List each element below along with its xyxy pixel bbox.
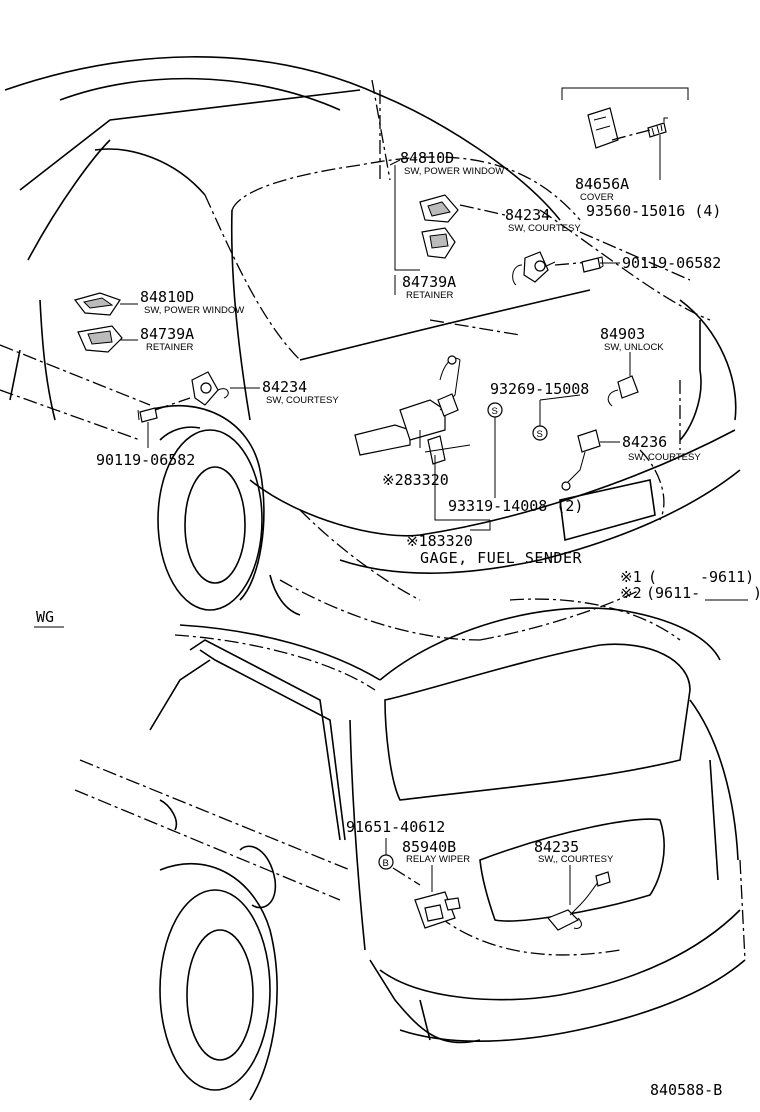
- bolt-90119-left-icon: [137, 407, 158, 423]
- courtesy-switch-84235-icon: [547, 871, 611, 931]
- symbol-b: B: [378, 854, 394, 870]
- retainer-top-icon: [421, 227, 456, 259]
- retainer-left-icon: [77, 325, 123, 353]
- label-84234-top-number: 84234: [505, 206, 550, 224]
- label-85940b-number: 85940B: [402, 838, 456, 856]
- note2-mark: ※2: [620, 584, 642, 602]
- symbol-s-2: S: [532, 425, 548, 441]
- label-84810d-left-number: 84810D: [140, 288, 194, 306]
- label-91651-number: 91651-40612: [346, 818, 445, 836]
- note2-range: (9611-: [646, 584, 700, 602]
- label-84739a-left-number: 84739A: [140, 325, 194, 343]
- power-window-switch-top-icon: [419, 194, 459, 223]
- label-84810d-top-number: 84810D: [400, 149, 454, 167]
- label-84810d-left-desc: SW, POWER WINDOW: [144, 305, 244, 316]
- symbol-s-label: S: [537, 429, 543, 440]
- label-85940b-desc: RELAY WIPER: [406, 854, 470, 865]
- screw-93560-icon: [647, 117, 668, 138]
- label-84656a-number: 84656A: [575, 175, 629, 193]
- label-84236-number: 84236: [622, 433, 667, 451]
- label-84739a-top-number: 84739A: [402, 273, 456, 291]
- label-84234-left-desc: SW, COURTESY: [266, 395, 339, 406]
- symbol-b-label: B: [383, 858, 389, 869]
- label-84903-number: 84903: [600, 325, 645, 343]
- upper-car-body: [0, 56, 741, 641]
- note1-open: (: [648, 568, 657, 586]
- label-84234-top-desc: SW, COURTESY: [508, 223, 581, 234]
- courtesy-switch-84236-icon: [561, 429, 620, 491]
- label-90119-left-number: 90119-06582: [96, 451, 195, 469]
- label-84903-desc: SW, UNLOCK: [604, 342, 664, 353]
- note1-range: -9611): [700, 568, 754, 586]
- labels: 84810D SW, POWER WINDOW 84656A COVER 935…: [34, 149, 760, 1099]
- symbol-s-label: S: [492, 406, 498, 417]
- label-84235-number: 84235: [534, 838, 579, 856]
- section-label-wg: WG: [36, 608, 54, 626]
- label-84235-desc: SW,, COURTESY: [538, 854, 614, 865]
- fuel-sender-gage-icon: [354, 355, 471, 465]
- diagram-id: 840588-B: [650, 1081, 722, 1099]
- unlock-switch-icon: [607, 352, 639, 407]
- label-93319-number: 93319-14008 (2): [448, 497, 583, 515]
- relay-wiper-icon: [414, 891, 461, 929]
- symbol-s-1: S: [487, 402, 503, 418]
- label-84739a-top-desc: RETAINER: [406, 290, 453, 301]
- lower-car-body: [74, 598, 746, 1101]
- courtesy-switch-left-icon: [191, 371, 229, 406]
- label-84234-left-number: 84234: [262, 378, 307, 396]
- note2-close: ): [753, 584, 760, 602]
- label-93560-number: 93560-15016 (4): [586, 202, 721, 220]
- power-window-switch-left-icon: [73, 292, 121, 316]
- bolt-90119-right-icon: [581, 256, 604, 273]
- label-84810d-top-desc: SW, POWER WINDOW: [404, 166, 504, 177]
- label-283320-number: ※283320: [382, 471, 449, 489]
- lower-parts: B: [378, 838, 611, 931]
- courtesy-switch-top-icon: [512, 251, 556, 286]
- label-84739a-left-desc: RETAINER: [146, 342, 193, 353]
- label-183320-desc: GAGE, FUEL SENDER: [420, 549, 582, 567]
- label-84236-desc: SW, COURTESY: [628, 452, 701, 463]
- label-183320-number: ※183320: [406, 532, 473, 550]
- upper-parts: S S: [73, 107, 668, 531]
- note1-mark: ※1: [620, 568, 642, 586]
- label-84656a-desc: COVER: [580, 192, 614, 203]
- label-93269-number: 93269-15008: [490, 380, 589, 398]
- label-90119-right-number: 90119-06582: [622, 254, 721, 272]
